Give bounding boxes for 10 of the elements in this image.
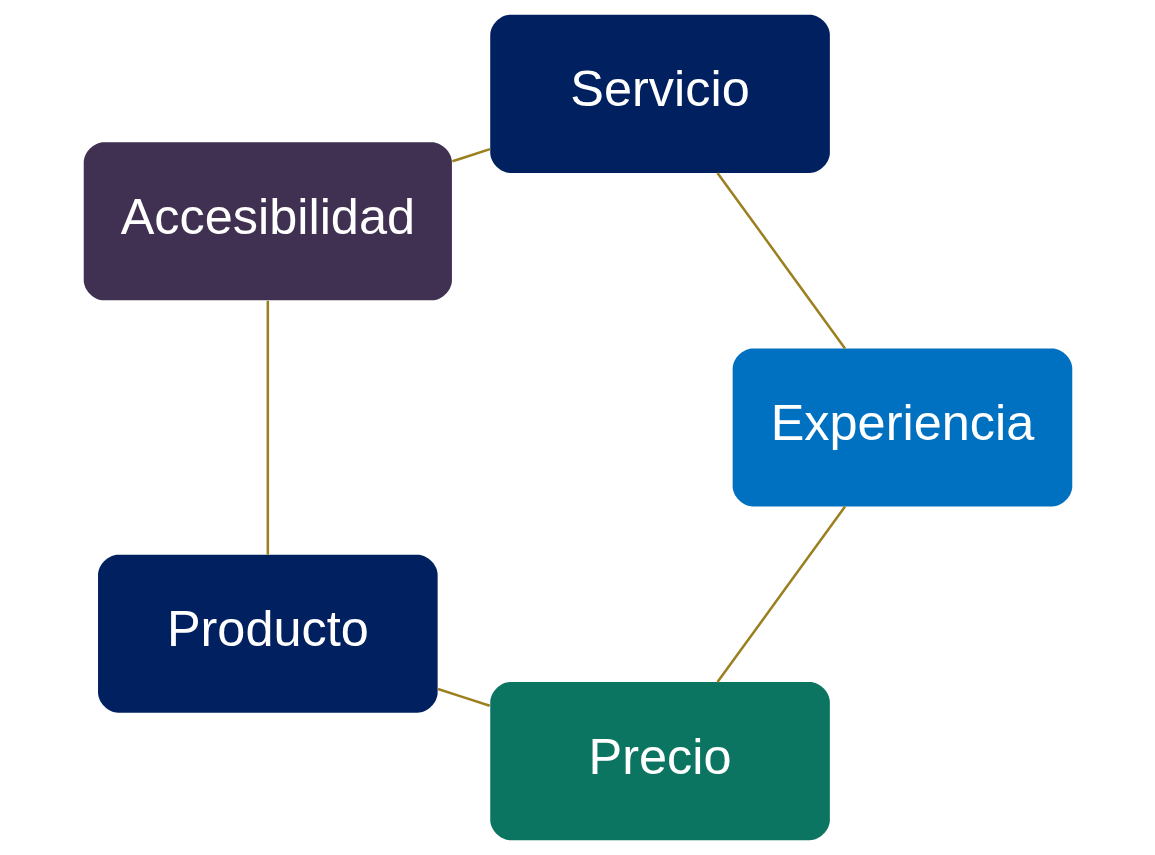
node-box: Producto — [97, 554, 438, 713]
node-box: Precio — [489, 682, 830, 841]
node-box: Experiencia — [732, 348, 1072, 507]
node-box: Accesibilidad — [83, 142, 452, 301]
connector — [437, 687, 490, 707]
connector — [716, 505, 846, 683]
connector — [266, 300, 269, 555]
node-box: Servicio — [489, 14, 830, 173]
connector — [716, 172, 846, 350]
connector — [451, 147, 490, 163]
